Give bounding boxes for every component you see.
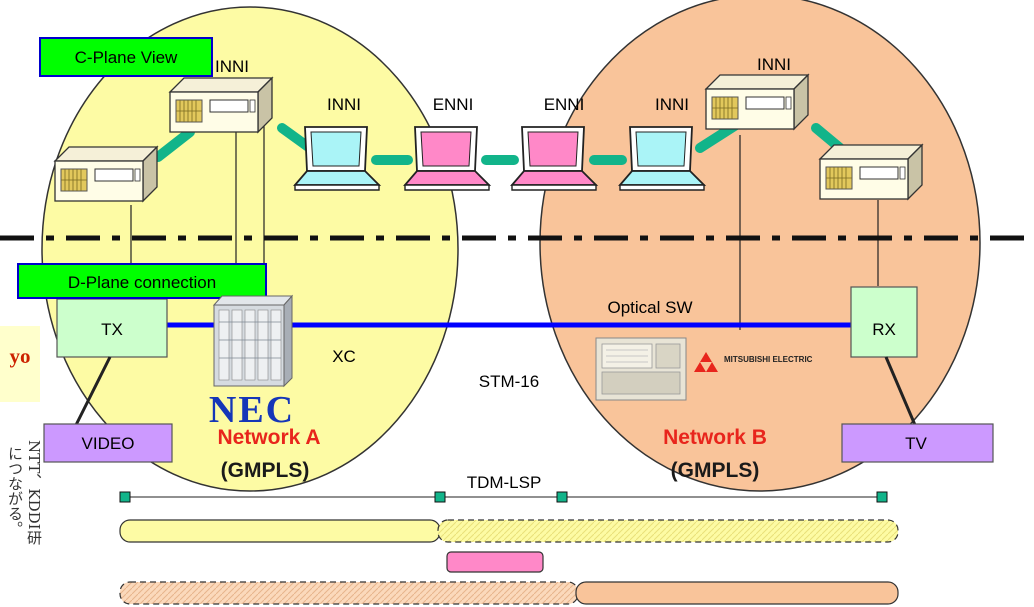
d-plane-connection-label: D-Plane connection <box>68 273 216 292</box>
c-plane-view-box <box>39 37 213 77</box>
router-left <box>54 146 158 202</box>
partial-left-panel <box>0 326 40 402</box>
d-plane-connection-box <box>17 263 267 299</box>
lsp-node-2 <box>434 491 446 503</box>
network-a-name: Network A <box>217 426 320 449</box>
c-plane-view-label: C-Plane View <box>75 48 178 67</box>
mitsubishi-logo: MITSUBISHI ELECTRIC <box>694 352 813 372</box>
inni-label-laptop-b: INNI <box>655 95 689 114</box>
optical-sw-equipment <box>595 337 687 401</box>
router-center-a <box>169 77 273 133</box>
laptop-enni-a <box>404 126 490 191</box>
lsp-segment-bars <box>119 519 899 605</box>
tx-label: TX <box>101 320 123 339</box>
tx-box <box>56 298 168 358</box>
mitsubishi-text: MITSUBISHI ELECTRIC <box>724 355 813 364</box>
laptop-enni-b <box>511 126 597 191</box>
tx-video-link <box>74 356 112 426</box>
stm16-label: STM-16 <box>479 372 539 391</box>
lsp-node-3 <box>556 491 568 503</box>
network-a-gmpls: (GMPLS) <box>221 459 310 482</box>
inni-label-router-b: INNI <box>757 55 791 74</box>
lsp-node-4 <box>876 491 888 503</box>
rx-label: RX <box>872 320 896 339</box>
video-box <box>43 423 173 463</box>
jp-vertical-text-1: につながる。 <box>6 446 24 536</box>
xc-equipment <box>212 294 294 388</box>
partial-left-text: yo <box>10 344 31 368</box>
rx-box <box>850 286 918 358</box>
tv-label: TV <box>905 434 927 453</box>
optical-sw-label: Optical SW <box>607 298 692 317</box>
xc-label: XC <box>332 347 356 366</box>
lsp-node-1 <box>119 491 131 503</box>
router-center-b <box>705 74 809 130</box>
nec-logo: NEC <box>209 389 295 431</box>
rx-tv-link <box>884 356 917 426</box>
enni-label-b: ENNI <box>544 95 585 114</box>
enni-label-a: ENNI <box>433 95 474 114</box>
video-label: VIDEO <box>82 434 135 453</box>
inni-label-laptop-a: INNI <box>327 95 361 114</box>
laptop-inni-a <box>294 126 380 191</box>
network-b-gmpls: (GMPLS) <box>671 459 760 482</box>
tv-box <box>841 423 994 463</box>
jp-vertical-text-2: NTT、KDDI研 <box>25 440 43 545</box>
tdm-lsp-label: TDM-LSP <box>467 473 542 492</box>
router-right <box>819 144 923 200</box>
laptop-inni-b <box>619 126 705 191</box>
network-b-name: Network B <box>663 426 767 449</box>
inni-label-router-a: INNI <box>215 57 249 76</box>
